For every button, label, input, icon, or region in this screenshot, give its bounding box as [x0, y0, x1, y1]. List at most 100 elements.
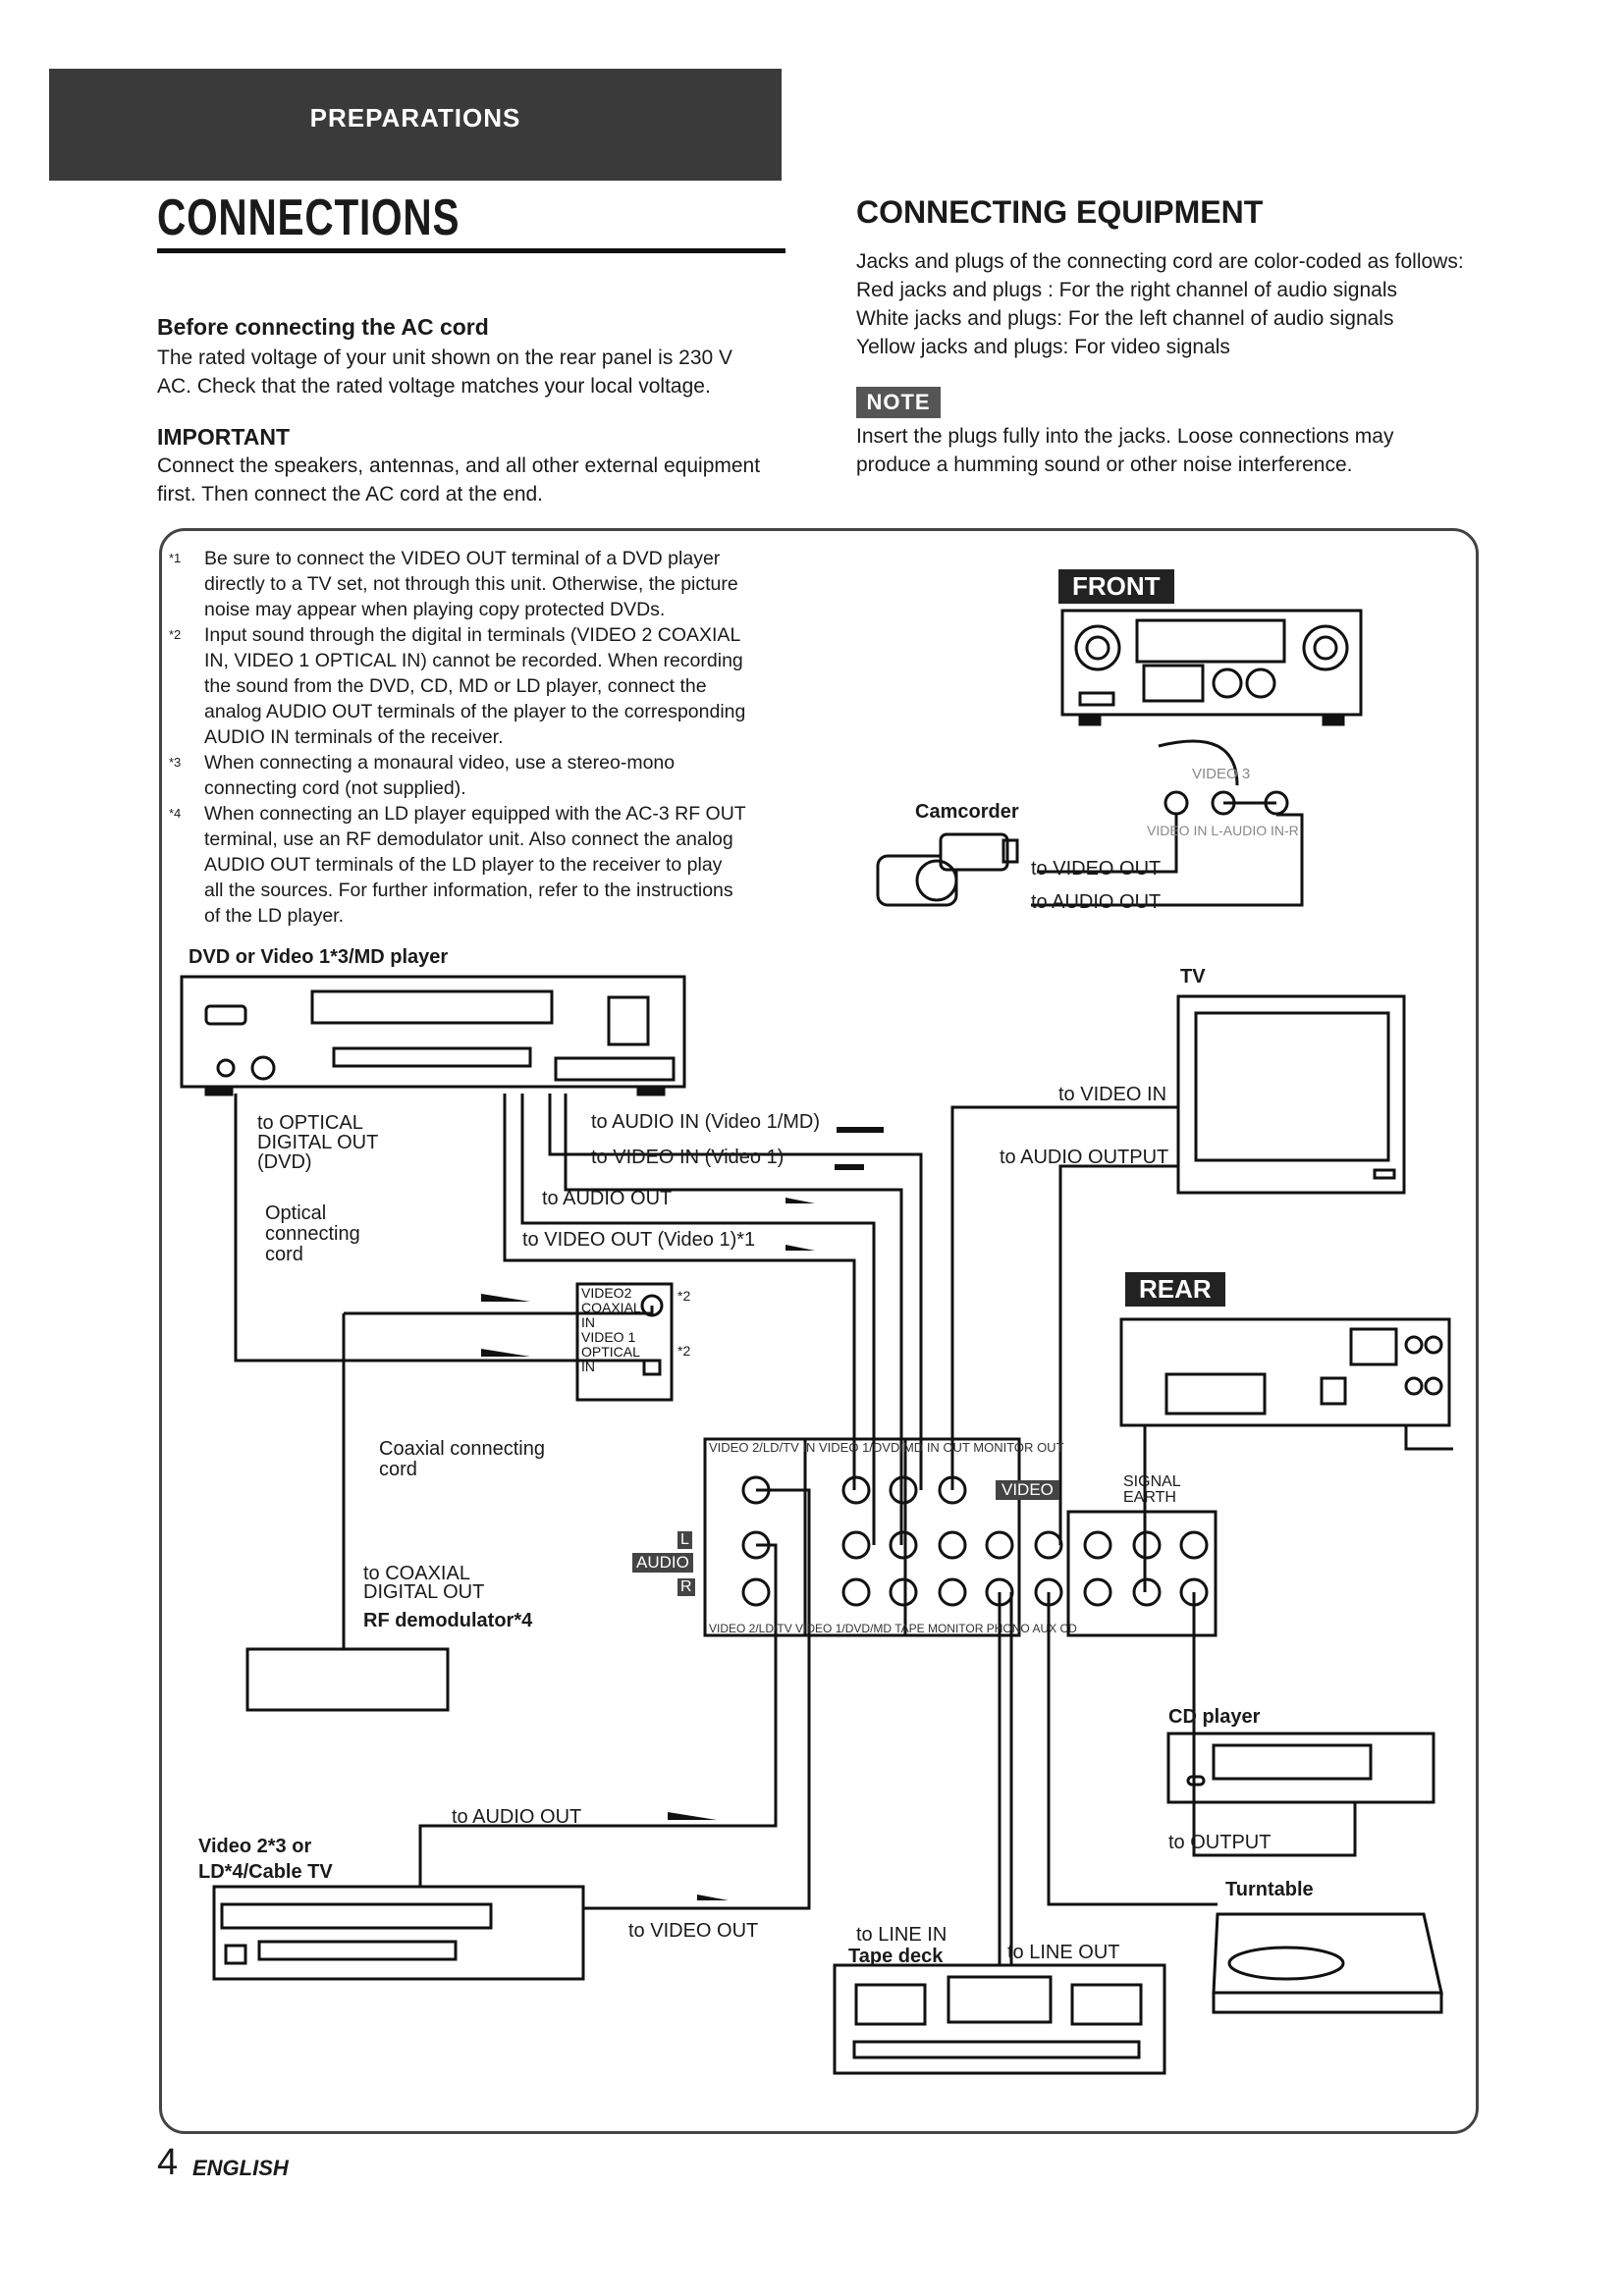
- panel-label: CD: [1059, 1622, 1077, 1635]
- rf-demodulator-label: RF demodulator*4: [363, 1610, 533, 1631]
- footnote-3: *3 When connecting a monaural video, use…: [169, 750, 797, 801]
- panel-label: OUT: [943, 1440, 970, 1455]
- language-label: ENGLISH: [192, 2156, 289, 2180]
- footnote-line: directly to a TV set, not through this u…: [204, 573, 738, 595]
- camcorder-illustration: [876, 832, 1019, 907]
- footnote-1: *1 Be sure to connect the VIDEO OUT term…: [169, 546, 797, 622]
- coaxial-out-label: to COAXIAL DIGITAL OUT: [363, 1563, 485, 1603]
- footnote-2: *2 Input sound through the digital in te…: [169, 622, 797, 750]
- footnote-line: of the LD player.: [204, 905, 345, 927]
- label-line: IN: [581, 1359, 595, 1374]
- footnote-line: AUDIO IN terminals of the receiver.: [204, 726, 504, 748]
- camcorder-audio-out: to AUDIO OUT: [1031, 891, 1162, 913]
- panel-video-tag: VIDEO: [996, 1480, 1059, 1500]
- star2-optical: *2: [677, 1343, 691, 1359]
- footnote-line: connecting cord (not supplied).: [204, 777, 466, 799]
- note-line: produce a humming sound or other noise i…: [856, 454, 1353, 476]
- panel-label: OUT: [1037, 1440, 1064, 1455]
- section-banner: [49, 69, 782, 181]
- footnote-4: *4 When connecting an LD player equipped…: [169, 801, 797, 929]
- panel-label: VIDEO 1/DVD/MD: [795, 1622, 893, 1635]
- label-line: OPTICAL: [581, 1344, 640, 1360]
- panel-bottom-labels: VIDEO 2/LD/TV VIDEO 1/DVD/MD TAPE MONITO…: [709, 1622, 1077, 1635]
- panel-label: VIDEO 1/DVD/MD: [819, 1440, 924, 1455]
- video2-video-out-label: to VIDEO OUT: [628, 1920, 759, 1942]
- label-line: to COAXIAL: [363, 1563, 470, 1584]
- color-code-line: White jacks and plugs: For the left chan…: [856, 307, 1394, 330]
- panel-audio-tag: AUDIO: [632, 1553, 693, 1573]
- label-line: to OPTICAL: [257, 1112, 363, 1134]
- before-heading: Before connecting the AC cord: [157, 314, 489, 340]
- color-code-line: Jacks and plugs of the connecting cord a…: [856, 250, 1464, 273]
- turntable-illustration: [1212, 1912, 1443, 2014]
- dvd-label: DVD or Video 1*3/MD player: [189, 946, 449, 968]
- front-tag: FRONT: [1058, 569, 1174, 604]
- footnote-mark: *2: [169, 627, 182, 642]
- dvd-player-illustration: [180, 975, 686, 1096]
- video3-label: VIDEO 3: [1192, 766, 1251, 782]
- label-line: VIDEO 1: [581, 1329, 636, 1345]
- before-line: AC. Check that the rated voltage matches…: [157, 375, 711, 398]
- page-number: 4: [157, 2142, 179, 2183]
- dvd-video-out-label: to VIDEO OUT (Video 1)*1: [522, 1229, 756, 1251]
- footnote-line: Input sound through the digital in termi…: [204, 624, 741, 646]
- label-line: EARTH: [1123, 1489, 1176, 1506]
- receiver-rear-illustration: [1119, 1317, 1453, 1451]
- footnote-line: When connecting an LD player equipped wi…: [204, 803, 746, 825]
- label-line: DIGITAL OUT: [257, 1132, 379, 1153]
- label-line: LD*4/Cable TV: [198, 1861, 333, 1883]
- cd-player-illustration: [1166, 1732, 1435, 1804]
- panel-label: PHONO: [986, 1622, 1030, 1635]
- before-paragraph: The rated voltage of your unit shown on …: [157, 344, 732, 400]
- page-title: CONNECTIONS: [157, 189, 460, 246]
- panel-top-labels: VIDEO 2/LD/TV IN VIDEO 1/DVD/MD IN OUT M…: [709, 1441, 1064, 1455]
- label-line: COAXIAL: [581, 1300, 641, 1315]
- label-line: Optical: [265, 1202, 327, 1224]
- footnote-line: Be sure to connect the VIDEO OUT termina…: [204, 548, 721, 569]
- equipment-heading: CONNECTING EQUIPMENT: [856, 194, 1264, 230]
- label-line: IN: [581, 1314, 595, 1330]
- rf-demodulator-box: [245, 1647, 450, 1712]
- cd-player-label: CD player: [1168, 1706, 1261, 1728]
- rear-tag: REAR: [1125, 1272, 1225, 1307]
- footnote-line: the sound from the DVD, CD, MD or LD pla…: [204, 675, 707, 697]
- footnote-line: terminal, use an RF demodulator unit. Al…: [204, 828, 733, 850]
- diagram-frame: [159, 528, 1479, 2134]
- audio-in-video1-label: to AUDIO IN (Video 1/MD): [591, 1111, 821, 1133]
- color-code-line: Red jacks and plugs : For the right chan…: [856, 279, 1397, 301]
- label-line: cord: [265, 1244, 303, 1265]
- title-rule: [157, 248, 785, 253]
- tape-deck-label: Tape deck: [848, 1946, 944, 1967]
- video3-jacks-label: VIDEO IN L-AUDIO IN-R: [1147, 823, 1299, 838]
- cd-output-label: to OUTPUT: [1168, 1832, 1272, 1853]
- star2-coaxial: *2: [677, 1288, 691, 1304]
- tv-video-in: to VIDEO IN: [1058, 1084, 1167, 1105]
- tv-label: TV: [1180, 966, 1206, 988]
- before-line: The rated voltage of your unit shown on …: [157, 347, 733, 369]
- video-in-video1-label: to VIDEO IN (Video 1): [591, 1147, 785, 1168]
- label-line: DIGITAL OUT: [363, 1581, 485, 1603]
- note-paragraph: Insert the plugs fully into the jacks. L…: [856, 422, 1393, 479]
- footnote-mark: *4: [169, 806, 182, 821]
- panel-label: VIDEO 2/LD/TV: [709, 1440, 799, 1455]
- terminal-panel: [703, 1437, 1218, 1637]
- color-code-line: Yellow jacks and plugs: For video signal…: [856, 336, 1230, 358]
- footnote-line: all the sources. For further information…: [204, 880, 733, 901]
- important-line: Connect the speakers, antennas, and all …: [157, 454, 761, 477]
- color-code-list: Jacks and plugs of the connecting cord a…: [856, 247, 1464, 361]
- label-line: SIGNAL: [1123, 1473, 1181, 1490]
- tape-deck-illustration: [833, 1963, 1166, 2075]
- label-line: cord: [379, 1459, 417, 1480]
- panel-label: IN: [926, 1440, 940, 1455]
- panel-label: IN: [802, 1440, 816, 1455]
- tape-line-out-label: to LINE OUT: [1007, 1942, 1120, 1963]
- panel-label: AUX: [1032, 1622, 1057, 1635]
- important-line: first. Then connect the AC cord at the e…: [157, 483, 544, 506]
- important-heading: IMPORTANT: [157, 424, 291, 450]
- optical-out-label: to OPTICAL DIGITAL OUT (DVD): [257, 1113, 378, 1172]
- footnote-mark: *3: [169, 755, 182, 770]
- optical-cord-label: Optical connecting cord: [265, 1203, 360, 1265]
- signal-earth-label: SIGNAL EARTH: [1123, 1474, 1181, 1506]
- footnote-line: noise may appear when playing copy prote…: [204, 599, 666, 620]
- panel-r-tag: R: [677, 1578, 695, 1596]
